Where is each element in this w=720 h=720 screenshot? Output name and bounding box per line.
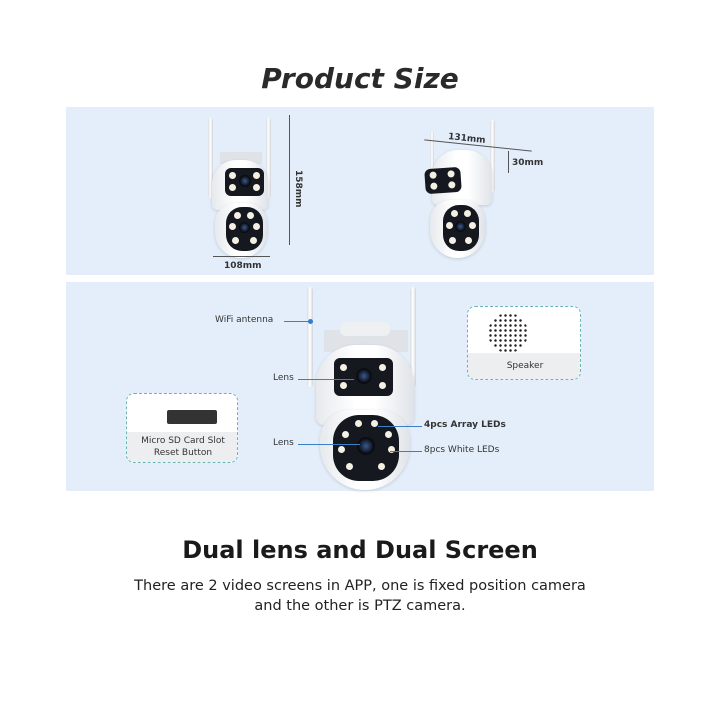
ptz-lens-panel [226, 207, 263, 251]
depth-dimension-line [508, 151, 509, 173]
wifi-antenna-label: WiFi antenna [215, 315, 274, 325]
white-leds-label: 8pcs White LEDs [424, 445, 500, 455]
fixed-lens-panel [334, 358, 393, 396]
antenna [307, 287, 313, 387]
height-dimension: 158mm [293, 170, 303, 208]
sd-slot-icon [167, 410, 217, 424]
speaker-detail: Speaker [467, 306, 581, 380]
antenna [410, 287, 416, 387]
sd-slot-detail: Micro SD Card Slot Reset Button [126, 393, 238, 463]
array-leds-label: 4pcs Array LEDs [424, 420, 506, 430]
antenna [430, 132, 434, 192]
speaker-label: Speaker [506, 361, 544, 371]
top-lens-label: Lens [273, 373, 294, 383]
antenna [490, 120, 495, 192]
callout-line [298, 444, 360, 445]
depth-dimension: 30mm [512, 158, 544, 168]
height-dimension-line [289, 115, 290, 245]
ptz-lens-panel [333, 415, 399, 481]
feature-heading: Dual lens and Dual Screen [182, 536, 538, 564]
callout-dot [308, 319, 313, 324]
width-dimension: 108mm [224, 261, 262, 271]
page-title: Product Size [261, 62, 459, 95]
feature-description-line1: There are 2 video screens in APP, one is… [134, 578, 586, 594]
fixed-lens-panel [424, 166, 462, 195]
callout-line [390, 451, 422, 452]
feature-description-line2: and the other is PTZ camera. [254, 598, 466, 614]
antenna [266, 118, 271, 198]
sd-slot-label: Micro SD Card Slot [141, 436, 225, 446]
speaker-grille-icon [488, 313, 528, 353]
size-panel [66, 107, 654, 275]
callout-line [284, 321, 310, 322]
width-dimension-line [213, 256, 270, 257]
mount-cap [340, 322, 390, 336]
callout-line [378, 426, 422, 427]
antenna [208, 118, 213, 198]
ptz-lens-panel [443, 205, 479, 251]
bottom-lens-label: Lens [273, 438, 294, 448]
fixed-lens-panel [225, 168, 264, 196]
reset-button-label: Reset Button [153, 448, 213, 458]
callout-line [298, 379, 354, 380]
